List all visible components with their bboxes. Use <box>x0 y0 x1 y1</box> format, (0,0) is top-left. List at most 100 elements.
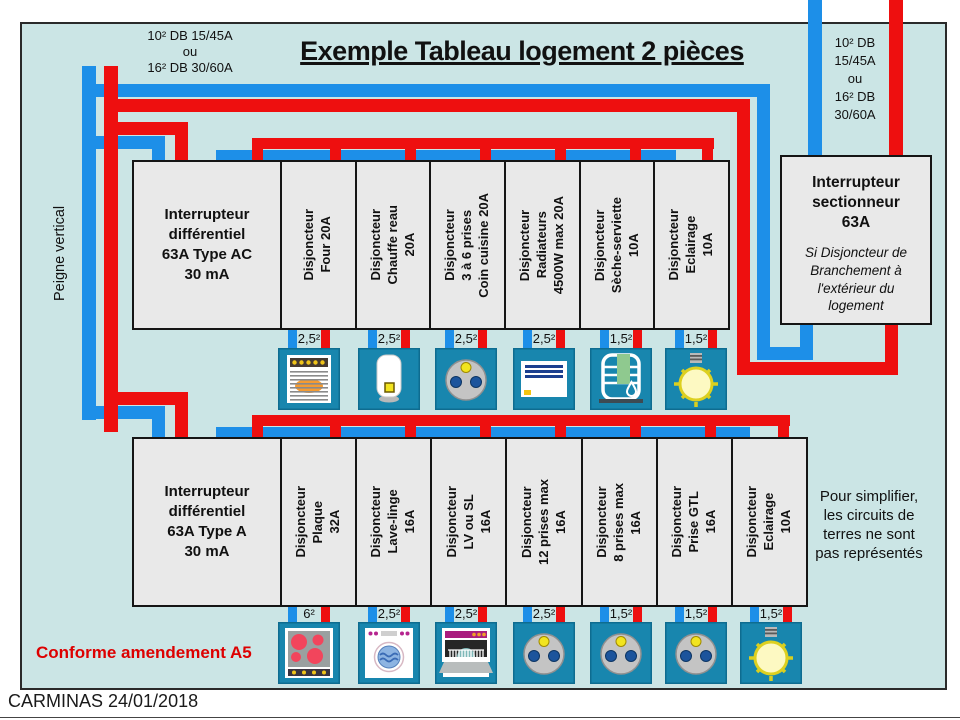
note-simplify: Pour simplifier, les circuits de terres … <box>815 488 923 562</box>
wire-right-drop-phase <box>737 99 750 375</box>
wire-right-drop-neutral <box>757 84 770 360</box>
row2-breaker-prise-gtl: Disjoncteur Prise GTL 16A <box>655 439 731 605</box>
row2-breaker-lave-linge: Disjoncteur Lave-linge 16A <box>355 439 430 605</box>
wire-size-label: 2,5² <box>377 606 401 621</box>
oven-icon <box>278 348 340 410</box>
wire-stub-neutral <box>445 330 454 349</box>
credit-line: CARMINAS 24/01/2018 <box>8 691 199 711</box>
breaker-label: Disjoncteur 8 prises max 16A <box>593 482 643 562</box>
dishwasher-icon <box>435 622 497 684</box>
wire-stub-phase <box>702 138 713 162</box>
breaker-label: Disjoncteur 12 prises max 16A <box>518 478 568 565</box>
socket-icon <box>665 622 727 684</box>
row1-breaker-four: Disjoncteur Four 20A <box>280 162 355 328</box>
wire-stub-neutral <box>288 330 297 349</box>
socket-icon <box>513 622 575 684</box>
wire-size-label: 1,5² <box>759 606 783 621</box>
wire-sectionneur-out-phase <box>885 325 898 375</box>
bottom-rule <box>0 717 960 718</box>
row1-breaker-seche-serviette: Disjoncteur Sèche-serviette 10A <box>578 162 654 328</box>
wire-stub-phase <box>330 415 341 439</box>
wire-stub-neutral <box>675 330 684 349</box>
db-label-right: 10² DB 15/45A ou 16² DB 30/60A <box>834 35 876 122</box>
wire-peigne-phase-vertical <box>104 66 118 432</box>
row2-panel: Interrupteur différentiel 63A Type A 30 … <box>132 437 808 607</box>
breaker-label: Disjoncteur 3 à 6 prises Coin cuisine 20… <box>442 192 492 298</box>
wire-row1-feed-neutral-v <box>152 136 165 162</box>
wire-stub-phase <box>405 138 416 162</box>
wire-stub-phase <box>705 415 716 439</box>
socket-icon <box>590 622 652 684</box>
breaker-label: Disjoncteur Eclairage 10A <box>744 486 793 558</box>
wire-row2-bus-phase <box>252 415 790 426</box>
wire-stub-phase <box>321 330 330 349</box>
wire-top-bus-phase <box>104 99 750 112</box>
wire-stub-neutral <box>368 330 377 349</box>
wire-stub-neutral <box>288 607 297 623</box>
breaker-label: Disjoncteur Prise GTL 16A <box>668 486 718 558</box>
row2-breaker-eclairage: Disjoncteur Eclairage 10A <box>730 439 806 605</box>
breaker-label: Disjoncteur Four 20A <box>301 209 334 281</box>
wire-row1-bus-neutral <box>216 150 676 161</box>
wire-stub-phase <box>708 607 717 623</box>
wire-stub-neutral <box>523 330 532 349</box>
row1-breaker-eclairage: Disjoncteur Eclairage 10A <box>653 162 728 328</box>
wire-stub-neutral <box>600 607 609 623</box>
row2-breaker-plaque: Disjoncteur Plaque 32A <box>280 439 355 605</box>
sectionneur-title: Interrupteur sectionneur 63A <box>812 174 900 232</box>
wire-stub-phase <box>478 330 487 349</box>
wire-stub-neutral <box>750 607 759 623</box>
sectionneur-note: Si Disjoncteur de Branchement à l'extéri… <box>804 245 908 314</box>
wire-size-label: 2,5² <box>454 606 478 621</box>
row1-breaker-chauffe-eau: Disjoncteur Chauffe reau 20A <box>354 162 430 328</box>
towel-dryer-icon <box>590 348 652 410</box>
wire-row2-feed-neutral-v <box>152 406 165 439</box>
wire-stub-phase <box>708 330 717 349</box>
wire-row2-feed-phase-v <box>175 392 188 439</box>
row1-differential-box: Interrupteur différentiel 63A Type AC 30… <box>134 162 280 328</box>
radiator-icon <box>513 348 575 410</box>
wire-stub-phase <box>633 607 642 623</box>
note-conformity: Conforme amendement A5 <box>36 643 252 662</box>
page-title: Exemple Tableau logement 2 pièces <box>300 36 744 66</box>
wire-service-in-neutral <box>808 0 822 156</box>
wire-stub-phase <box>556 607 565 623</box>
wire-stub-phase <box>633 330 642 349</box>
row2-breaker-8-prises: Disjoncteur 8 prises max 16A <box>580 439 656 605</box>
wire-stub-phase <box>480 415 491 439</box>
breaker-label: Disjoncteur Eclairage 10A <box>666 209 716 281</box>
breaker-label: Disjoncteur Chauffe reau 20A <box>367 205 417 285</box>
row1-panel: Interrupteur différentiel 63A Type AC 30… <box>132 160 730 330</box>
row2-differential-label: Interrupteur différentiel 63A Type A 30 … <box>164 482 250 561</box>
wire-stub-neutral <box>675 607 684 623</box>
wire-stub-phase <box>401 607 410 623</box>
wire-right-return-phase <box>737 362 898 375</box>
wire-stub-phase <box>556 330 565 349</box>
cooktop-icon <box>278 622 340 684</box>
row2-differential-box: Interrupteur différentiel 63A Type A 30 … <box>134 439 280 605</box>
breaker-label: Disjoncteur LV ou SL 16A <box>443 486 493 558</box>
wire-row2-feed-phase-h <box>110 392 188 405</box>
row2-breaker-lv-sl: Disjoncteur LV ou SL 16A <box>430 439 505 605</box>
wire-size-label: 2,5² <box>377 331 401 346</box>
wire-stub-neutral <box>523 607 532 623</box>
wire-right-return-neutral <box>757 347 813 360</box>
breaker-label: Disjoncteur Radiateurs 4500W max 20A <box>517 195 566 295</box>
wire-stub-neutral <box>445 607 454 623</box>
wire-stub-phase <box>252 138 263 162</box>
wire-size-label: 1,5² <box>684 331 708 346</box>
db-label-left: 10² DB 15/45A ou 16² DB 30/60A <box>147 28 233 75</box>
row1-breaker-prises-cuisine: Disjoncteur 3 à 6 prises Coin cuisine 20… <box>429 162 504 328</box>
wire-size-label: 2,5² <box>532 606 556 621</box>
sectionneur-box: Interrupteur sectionneur 63A Si Disjonct… <box>780 155 932 325</box>
wire-top-bus-neutral <box>82 84 770 97</box>
wire-stub-phase <box>252 415 263 439</box>
wire-stub-phase <box>480 138 491 162</box>
wire-size-label: 2,5² <box>532 331 556 346</box>
socket-icon <box>435 348 497 410</box>
water-heater-icon <box>358 348 420 410</box>
light-bulb-icon <box>740 622 802 684</box>
wire-size-label: 2,5² <box>297 331 321 346</box>
wire-stub-phase <box>330 138 341 162</box>
